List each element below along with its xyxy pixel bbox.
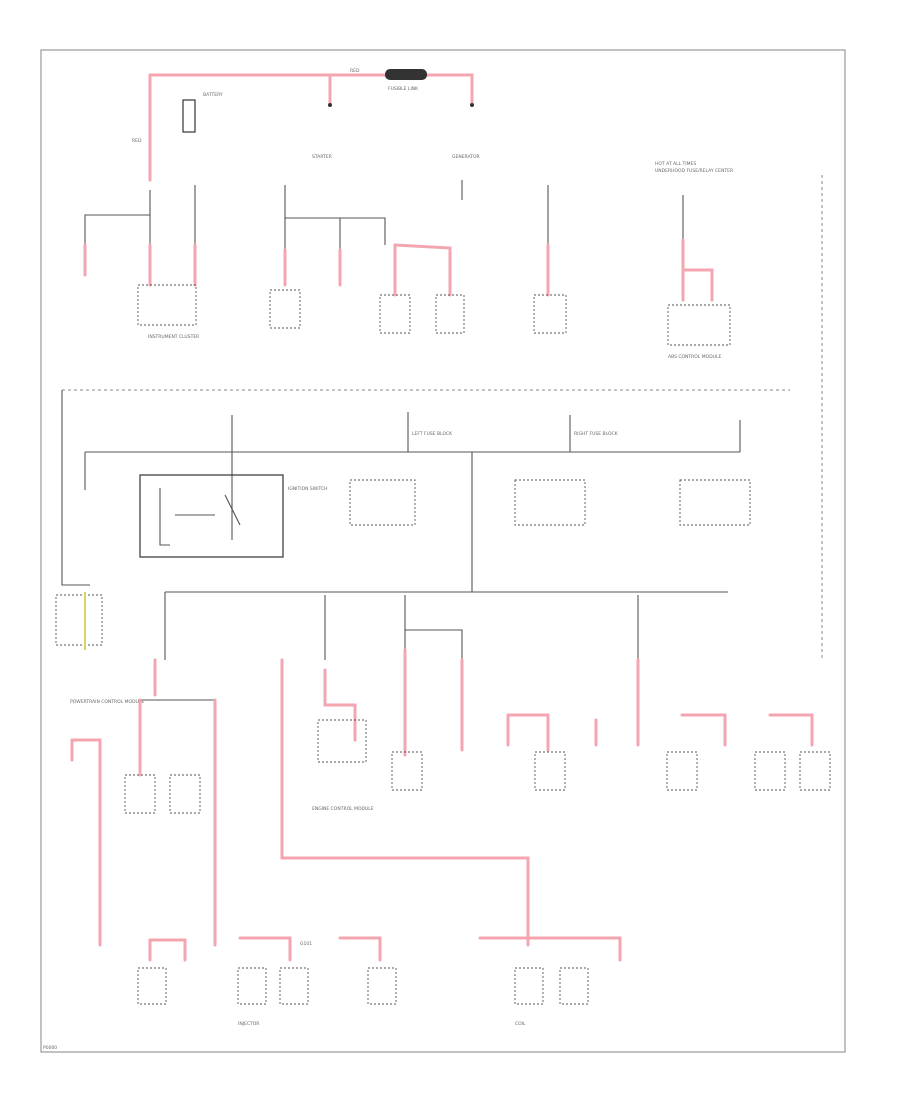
injector-box-4 xyxy=(367,967,397,1005)
long-feed-wire xyxy=(280,658,530,947)
lower-wire-5 xyxy=(70,738,102,947)
bottom-wire-1 xyxy=(148,938,187,962)
injector-label: INJECTOR xyxy=(238,1021,259,1027)
starter-terminal xyxy=(328,103,332,107)
instrument-cluster-box xyxy=(137,284,197,326)
fusible-link-wire xyxy=(328,73,474,107)
connector-block xyxy=(55,594,103,646)
component-box-9 xyxy=(534,751,566,791)
bottom-wire-3 xyxy=(238,936,292,962)
wire-10 xyxy=(681,268,714,302)
injector-box-2 xyxy=(237,967,267,1005)
left-boundary-wire xyxy=(61,390,90,586)
fusible-link xyxy=(385,69,427,80)
instrument-cluster-label: INSTRUMENT CLUSTER xyxy=(148,334,199,340)
lower-wire-14 xyxy=(768,713,814,747)
component-box-12 xyxy=(799,751,831,791)
component-box-5 xyxy=(124,774,156,814)
battery-label: BATTERY xyxy=(203,92,223,98)
switch-contact-1 xyxy=(159,488,170,546)
starter-label: STARTER xyxy=(312,154,332,160)
component-box-4 xyxy=(533,294,567,334)
relay-box-2 xyxy=(514,479,586,526)
right-fuse-block-label: RIGHT FUSE BLOCK xyxy=(574,431,619,437)
battery-feed-wire xyxy=(148,73,190,182)
component-box-2 xyxy=(379,294,411,334)
underhood-label: UNDERHOOD FUSE/RELAY CENTER xyxy=(655,168,733,174)
bottom-wire-4 xyxy=(338,936,382,962)
fusible-link-label: FUSIBLE LINK xyxy=(388,86,419,92)
injector-box-3 xyxy=(279,967,309,1005)
component-box-8 xyxy=(391,751,423,791)
footer-code: P0000 xyxy=(43,1045,57,1051)
lower-wire-13 xyxy=(680,713,727,747)
coil-label: COIL xyxy=(515,1021,526,1027)
relay-box-3 xyxy=(679,479,751,526)
component-box-7 xyxy=(317,719,367,763)
switch-contact-3 xyxy=(224,494,241,526)
lower-drop-4 xyxy=(405,629,463,660)
injector-box-1 xyxy=(137,967,167,1005)
component-box-1 xyxy=(269,289,301,329)
ignition-switch-box xyxy=(139,474,284,558)
lower-wire-10 xyxy=(506,713,550,752)
color-code-red-2: RED xyxy=(350,68,360,74)
abs-module-label: ABS CONTROL MODULE xyxy=(668,354,721,360)
generator-terminal xyxy=(470,103,474,107)
wire-7 xyxy=(393,243,452,297)
component-box-11 xyxy=(754,751,786,791)
hot-note: HOT AT ALL TIMES xyxy=(655,161,696,167)
battery-to-starter-wire xyxy=(186,73,332,107)
color-code-red-1: RED xyxy=(132,138,142,144)
pcm-label: POWERTRAIN CONTROL MODULE xyxy=(70,699,144,705)
abs-module-box xyxy=(667,304,731,346)
component-box-10 xyxy=(666,751,698,791)
ground-label: G101 xyxy=(300,941,312,947)
component-box-3 xyxy=(435,294,465,334)
diagram-frame xyxy=(40,49,846,1053)
ecm-label: ENGINE CONTROL MODULE xyxy=(312,806,374,812)
ignition-switch-label: IGNITION SWITCH xyxy=(288,486,328,492)
generator-label: GENERATOR xyxy=(452,154,480,160)
battery-symbol xyxy=(182,99,196,133)
relay-box-1 xyxy=(349,479,416,526)
left-fuse-block-label: LEFT FUSE BLOCK xyxy=(412,431,453,437)
lower-wire-6 xyxy=(323,668,357,742)
coil-box-1 xyxy=(514,967,544,1005)
coil-box-2 xyxy=(559,967,589,1005)
bottom-wire-5 xyxy=(478,936,622,962)
fuse-drop-1 xyxy=(84,190,151,245)
fuse-drop-4 xyxy=(284,185,386,245)
component-box-6 xyxy=(169,774,201,814)
